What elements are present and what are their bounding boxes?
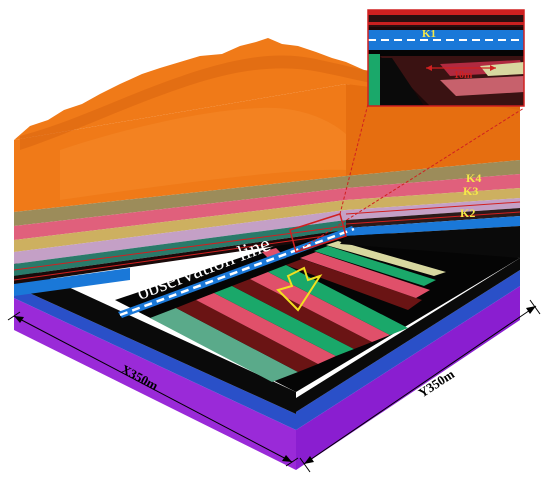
rstratum-black	[340, 226, 520, 258]
right-face-base	[296, 286, 520, 470]
inset-frame	[367, 9, 525, 107]
label-k4: K4	[466, 171, 481, 185]
strip-darkred-2	[232, 279, 372, 349]
label-k2: K2	[460, 206, 475, 220]
inset-dim-label: 10m	[454, 70, 473, 81]
strip-red-3	[300, 252, 430, 298]
left-face-blue	[14, 286, 296, 430]
rstratum-blue	[346, 216, 520, 236]
stratum-blue	[14, 268, 130, 296]
dimension-y	[299, 299, 541, 473]
stratum-olive	[14, 176, 346, 226]
right-face-black-band	[296, 258, 520, 412]
strip-pale-3	[326, 241, 446, 276]
rstratum-lavender	[346, 198, 520, 220]
inset-strip-pink	[440, 76, 524, 96]
terrain-surface	[14, 38, 520, 140]
zoom-line-top	[339, 103, 369, 215]
inset-dim-arrowhead-left	[426, 65, 432, 71]
inset-label-k1: K1	[422, 28, 436, 40]
inset-pillar-left	[380, 58, 424, 106]
inset-band-dark	[368, 15, 524, 27]
stratum-pink	[14, 188, 346, 240]
observation-line	[119, 227, 355, 317]
label-k3: K3	[463, 184, 478, 198]
strip-green-2	[268, 265, 408, 335]
stratum-lavender	[14, 210, 346, 264]
strip-green-3	[314, 246, 436, 286]
inset-green-wall	[368, 54, 380, 106]
strip-red-2	[250, 272, 390, 342]
zoom-source-frame	[289, 213, 347, 253]
stratum-gold	[14, 200, 346, 252]
strip-pale-teal	[150, 308, 298, 382]
rstratum-terrain	[346, 84, 520, 176]
inset-band-top-red	[368, 10, 524, 15]
inset-view: K1 10m	[367, 9, 525, 107]
coal-strips	[150, 241, 446, 382]
strip-green-1	[214, 286, 354, 356]
right-face-blue-band	[296, 270, 520, 430]
inset-band-black	[368, 50, 524, 56]
strip-darkred-3	[286, 259, 422, 310]
terrain-hill-shading	[60, 107, 346, 200]
advance-arrow	[276, 266, 323, 312]
rstratum-olive	[346, 160, 520, 188]
rstratum-gold	[346, 188, 520, 210]
inset-band-red-2	[368, 22, 524, 25]
dimension-x	[7, 311, 299, 467]
inset-dim-arrowhead-right	[490, 65, 496, 71]
strip-darkred-1	[176, 300, 318, 372]
right-face-strata	[340, 84, 520, 258]
strip-red-1	[196, 293, 336, 364]
left-face-black	[14, 262, 296, 414]
